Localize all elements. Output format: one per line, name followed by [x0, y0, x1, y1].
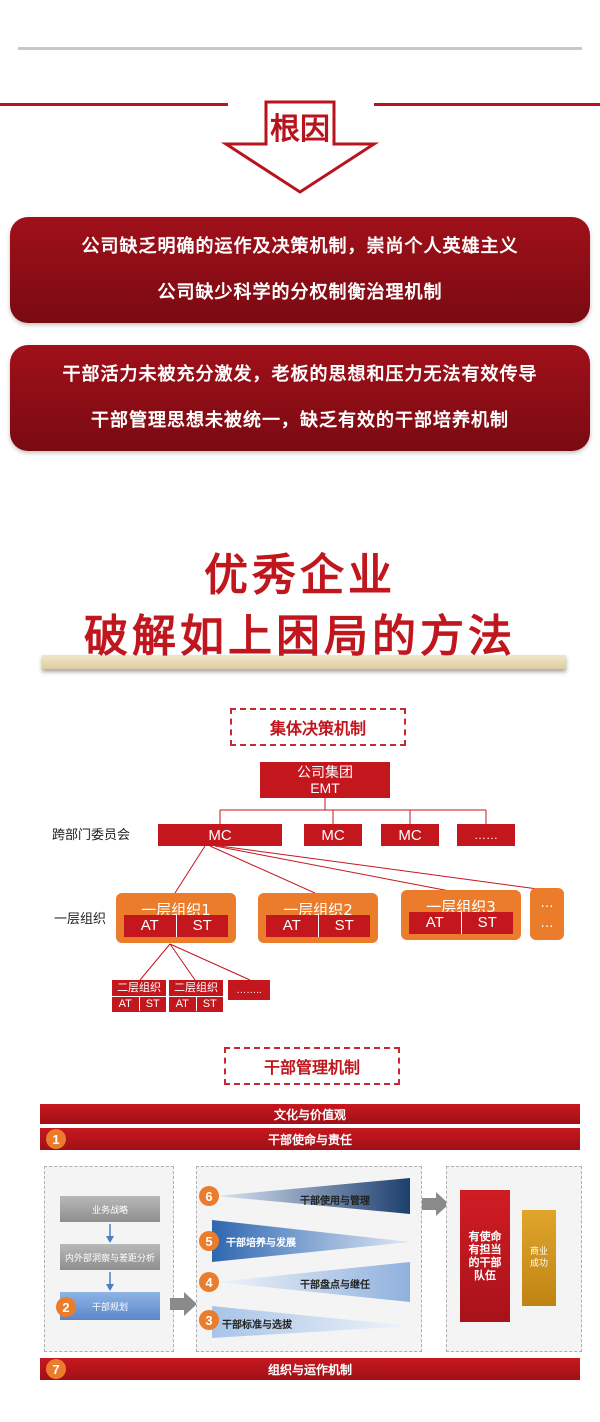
- org-mechanism-number: 7: [46, 1359, 66, 1379]
- mc-box-2: MC: [304, 824, 362, 846]
- sub-org-1-st: ST: [145, 998, 160, 1010]
- item-4-number: 4: [199, 1272, 219, 1292]
- sub-org-2-st: ST: [202, 998, 217, 1010]
- banner-2-line-1: 干部活力未被充分激发，老板的思想和压力无法有效传导: [62, 364, 538, 385]
- arrow-right-2-icon: [422, 1192, 449, 1216]
- business-strategy-box: 业务战略: [60, 1196, 160, 1222]
- cadre-planning-box: 干部规划: [60, 1292, 160, 1320]
- team-line-1: 有使命: [468, 1230, 502, 1243]
- org-3-title: 一层组织3: [426, 898, 496, 916]
- title-underline: [42, 655, 566, 669]
- org-mechanism-bar: 组织与运作机制: [40, 1358, 580, 1380]
- sub-org-2: 二层组织 AT ST: [169, 980, 223, 1012]
- item-4-label: 干部盘点与继任: [300, 1280, 370, 1291]
- org-2-title: 一层组织2: [283, 901, 353, 919]
- root-cause-arrow: [220, 100, 380, 194]
- mission-bar: 干部使命与责任: [40, 1128, 580, 1150]
- org-1-at: AT: [124, 915, 177, 937]
- emt-box: 公司集团 EMT: [260, 762, 390, 798]
- sub-org-2-at: AT: [169, 997, 197, 1011]
- mc-box-more: ……: [457, 824, 515, 846]
- cadre-team-box: 有使命 有担当 的干部 队伍: [460, 1190, 510, 1322]
- success-line-2: 成功: [529, 1259, 548, 1269]
- item-6-label: 干部使用与管理: [300, 1196, 370, 1207]
- cadre-process-triangles: [212, 1178, 410, 1338]
- arrow-down-2-icon: [106, 1272, 114, 1291]
- business-success-box: 商业 成功: [522, 1210, 556, 1306]
- sub-org-more: ……..: [228, 980, 270, 1000]
- mc-box-1: MC: [158, 824, 282, 846]
- top-divider: [18, 47, 582, 50]
- root-cause-label: 根因: [270, 112, 330, 147]
- sub-org-1: 二层组织 AT ST: [112, 980, 166, 1012]
- banner-1-line-2: 公司缺少科学的分权制衡治理机制: [157, 282, 443, 303]
- org-row-label: 一层组织: [54, 912, 107, 927]
- org-box-3: 一层组织3 AT ST: [401, 890, 521, 940]
- collective-heading: 集体决策机制: [230, 708, 406, 746]
- org-box-more: … …: [530, 888, 564, 940]
- success-line-1: 商业: [529, 1247, 548, 1257]
- sub-org-2-title: 二层组织: [169, 980, 223, 997]
- org-1-title: 一层组织1: [141, 901, 211, 919]
- item-3-number: 3: [199, 1310, 219, 1330]
- org-box-1: 一层组织1 AT ST: [116, 893, 236, 943]
- sub-org-1-at: AT: [112, 997, 140, 1011]
- culture-bar: 文化与价值观: [40, 1104, 580, 1124]
- emt-line-2: EMT: [310, 780, 340, 796]
- org-1-st: ST: [192, 917, 212, 934]
- team-line-2: 有担当: [468, 1243, 502, 1256]
- org-more-1: …: [540, 896, 554, 911]
- org-box-2: 一层组织2 AT ST: [258, 893, 378, 943]
- insight-analysis-box: 内外部洞察与差距分析: [60, 1244, 160, 1270]
- item-5-number: 5: [199, 1231, 219, 1251]
- root-cause-bar-left: [0, 103, 228, 106]
- team-line-4: 队伍: [474, 1269, 496, 1282]
- mc-box-3: MC: [381, 824, 439, 846]
- cadre-heading: 干部管理机制: [224, 1047, 400, 1085]
- plan-number: 2: [56, 1297, 76, 1317]
- emt-line-1: 公司集团: [297, 764, 353, 780]
- title-line-2: 破解如上困局的方法: [84, 611, 516, 662]
- org-3-st: ST: [477, 914, 497, 931]
- item-3-label: 干部标准与选拔: [222, 1320, 292, 1331]
- item-6-number: 6: [199, 1186, 219, 1206]
- org-3-at: AT: [409, 912, 462, 934]
- arrow-right-1-icon: [170, 1292, 197, 1316]
- item-5-label: 干部培养与发展: [226, 1238, 296, 1249]
- root-cause-banner-2: 干部活力未被充分激发，老板的思想和压力无法有效传导 干部管理思想未被统一，缺乏有…: [10, 345, 590, 451]
- banner-2-line-2: 干部管理思想未被统一，缺乏有效的干部培养机制: [91, 410, 509, 431]
- org-2-at: AT: [266, 915, 319, 937]
- banner-1-line-1: 公司缺乏明确的运作及决策机制，崇尚个人英雄主义: [81, 236, 519, 257]
- sub-org-1-title: 二层组织: [112, 980, 166, 997]
- committee-row-label: 跨部门委员会: [52, 828, 131, 843]
- root-cause-bar-right: [374, 103, 600, 106]
- org-more-2: …: [540, 916, 554, 931]
- arrow-down-1-icon: [106, 1224, 114, 1243]
- title-line-1: 优秀企业: [204, 550, 396, 601]
- root-cause-banner-1: 公司缺乏明确的运作及决策机制，崇尚个人英雄主义 公司缺少科学的分权制衡治理机制: [10, 217, 590, 323]
- org-2-st: ST: [334, 917, 354, 934]
- mission-number: 1: [46, 1129, 66, 1149]
- team-line-3: 的干部: [468, 1256, 502, 1269]
